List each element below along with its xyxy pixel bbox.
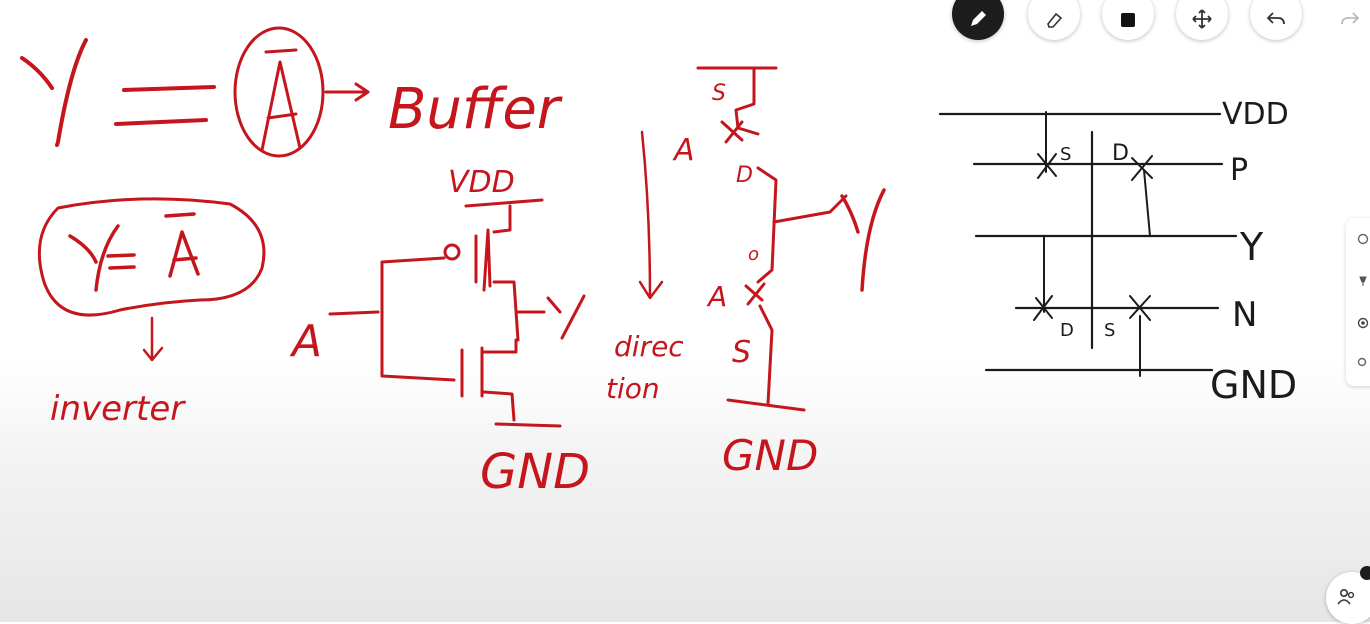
ink-pmos-bubble bbox=[443, 243, 461, 261]
transistor-stack: S A D o A S GND bbox=[672, 66, 886, 480]
ink-gate-wire bbox=[380, 256, 456, 382]
ink-output-Y bbox=[516, 294, 586, 340]
stick-y-label: Y bbox=[1239, 225, 1264, 269]
redo-icon bbox=[1341, 12, 1360, 25]
stack-d-top: D bbox=[736, 163, 753, 188]
ink-output-wire bbox=[772, 194, 848, 224]
pen-tool-button[interactable] bbox=[952, 0, 1004, 40]
schematic-gnd-label: GND bbox=[480, 444, 590, 500]
schematic-vdd-label: VDD bbox=[448, 165, 515, 200]
ink-Y2 bbox=[68, 224, 120, 292]
move-icon bbox=[1192, 9, 1212, 29]
ink-stack-Y bbox=[840, 188, 886, 292]
stack-s-bottom: S bbox=[732, 335, 751, 370]
ink-bottom-rail bbox=[726, 304, 806, 412]
ink-blob-around-eq bbox=[37, 197, 266, 317]
people-icon bbox=[1337, 588, 1355, 605]
stick-p-drain-contact bbox=[1131, 155, 1153, 237]
ink-input-wire bbox=[328, 310, 380, 316]
redo-button[interactable] bbox=[1324, 0, 1370, 40]
ink-pmos-top bbox=[482, 204, 512, 292]
stick-n-source-contact bbox=[1129, 295, 1151, 377]
ink-circle-A bbox=[233, 26, 325, 158]
ink-A2-bar bbox=[164, 212, 200, 278]
ink-cross-bottom bbox=[744, 282, 766, 306]
stack-A-top: A bbox=[672, 133, 695, 168]
stick-s-bottom: S bbox=[1104, 320, 1115, 341]
ink-Y-letter bbox=[20, 38, 88, 147]
direction-label-2: tion bbox=[606, 372, 660, 405]
stick-n-drain-contact bbox=[1033, 235, 1053, 321]
ink-cross-top bbox=[720, 120, 744, 144]
stack-s-top: S bbox=[712, 81, 726, 106]
sticky-note-icon bbox=[1121, 13, 1135, 27]
undo-button[interactable] bbox=[1250, 0, 1302, 40]
stick-p-label: P bbox=[1230, 153, 1248, 188]
pen-icon bbox=[971, 11, 986, 26]
move-tool-button[interactable] bbox=[1176, 0, 1228, 40]
stack-A-bottom: A bbox=[706, 280, 727, 313]
buffer-equation: Buffer bbox=[20, 26, 563, 158]
participants-button[interactable] bbox=[1326, 566, 1370, 624]
stick-diagram: VDD P Y N GND S D D S bbox=[938, 97, 1297, 407]
stick-gnd-label: GND bbox=[1210, 363, 1297, 407]
eraser-tool-button[interactable] bbox=[1028, 0, 1080, 40]
participants-badge bbox=[1360, 566, 1370, 580]
search-icon[interactable] bbox=[1356, 356, 1370, 370]
stick-d-bottom: D bbox=[1060, 320, 1074, 341]
ink-top-rail bbox=[696, 66, 778, 136]
stick-n-label: N bbox=[1232, 295, 1257, 335]
sticky-note-button[interactable] bbox=[1102, 0, 1154, 40]
ink-equals bbox=[114, 85, 216, 126]
direction-label-1: direc bbox=[614, 330, 684, 363]
stick-vdd-label: VDD bbox=[1222, 97, 1289, 132]
direction-annotation: direc tion bbox=[606, 130, 684, 405]
ink-nmos bbox=[460, 338, 562, 428]
eraser-icon bbox=[1047, 12, 1063, 28]
zoom-icon[interactable] bbox=[1356, 232, 1370, 246]
ink-arrow-down-inverter bbox=[142, 316, 164, 362]
cmos-inverter-schematic: VDD A GND bbox=[289, 165, 590, 500]
ink-pmos-body bbox=[474, 234, 520, 342]
inverter-label: inverter bbox=[50, 389, 186, 429]
stick-d-top: D bbox=[1112, 141, 1129, 166]
stack-o-mark: o bbox=[748, 244, 759, 265]
ink-mid-wire bbox=[756, 166, 778, 284]
inverter-equation: inverter bbox=[37, 197, 266, 429]
buffer-label: Buffer bbox=[388, 77, 563, 142]
ink-direction-arrow bbox=[638, 130, 664, 300]
schematic-input-A: A bbox=[289, 316, 322, 367]
pin-icon[interactable] bbox=[1356, 274, 1370, 288]
stick-s-top: S bbox=[1060, 144, 1071, 165]
undo-icon bbox=[1266, 12, 1285, 25]
side-panel-rail bbox=[1346, 218, 1370, 386]
target-icon[interactable] bbox=[1356, 316, 1370, 330]
ink-arrow-buffer bbox=[324, 82, 370, 102]
ink-equals2 bbox=[106, 253, 136, 270]
ink-A-bar bbox=[260, 48, 302, 152]
stick-p-source-contact bbox=[1037, 111, 1057, 179]
stack-gnd-label: GND bbox=[722, 431, 818, 480]
ink-vdd-rail bbox=[464, 198, 544, 208]
